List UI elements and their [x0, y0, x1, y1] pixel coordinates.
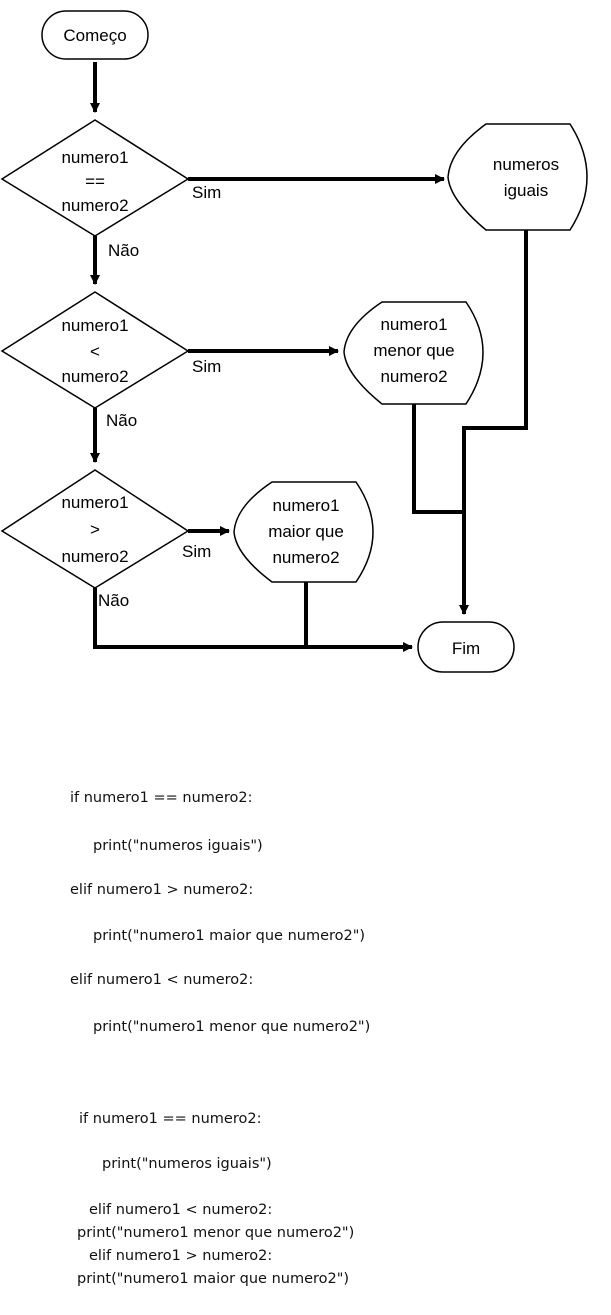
start-node: Começo [41, 10, 149, 60]
edge-label-no-2: Não [106, 411, 137, 430]
decision-equal: numero1 == numero2 [0, 119, 190, 237]
edge-outcome1-to-end [459, 230, 528, 615]
decision-equal-operator: == [85, 172, 105, 191]
edge-label-yes-2: Sim [192, 357, 221, 376]
decision-less-line1: numero1 [61, 316, 128, 335]
connectors [90, 62, 528, 652]
code-line: print("numero1 menor que numero2") [93, 1019, 371, 1035]
flowchart: Começo numero1 == numero2 numero1 < nume… [0, 10, 588, 673]
edge-label-no-3: Não [98, 591, 129, 610]
edge-outcome2-to-end [412, 404, 464, 514]
code-line: print("numero1 maior que numero2") [77, 1271, 350, 1287]
outcome-equal-line2: iguais [504, 181, 548, 200]
outcome-equal-line1: numeros [493, 155, 559, 174]
end-label: Fim [452, 639, 480, 658]
outcome-greater: numero1 maior que numero2 [233, 481, 374, 583]
start-label: Começo [63, 26, 126, 45]
code-line: print("numeros iguais") [93, 838, 263, 854]
decision-less: numero1 < numero2 [0, 291, 190, 409]
decision-equal-line2: numero2 [61, 196, 128, 215]
code-line: elif numero1 > numero2: [70, 882, 254, 898]
code-line: elif numero1 < numero2: [89, 1202, 273, 1218]
outcome-less: numero1 menor que numero2 [343, 301, 484, 405]
outcome-greater-line3: numero2 [272, 548, 339, 567]
decision-greater: numero1 > numero2 [0, 469, 190, 589]
edge-decision3-no-to-end [93, 588, 413, 652]
decision-greater-operator: > [90, 520, 100, 539]
decision-equal-line1: numero1 [61, 148, 128, 167]
code-line: print("numero1 menor que numero2") [77, 1225, 355, 1241]
outcome-greater-line1: numero1 [272, 496, 339, 515]
outcome-less-line1: numero1 [380, 315, 447, 334]
end-node: Fim [417, 621, 515, 673]
decision-less-line2: numero2 [61, 367, 128, 386]
outcome-less-line3: numero2 [380, 367, 447, 386]
outcome-less-line2: menor que [373, 341, 454, 360]
edge-label-yes-1: Sim [192, 183, 221, 202]
code-line: elif numero1 < numero2: [70, 972, 254, 988]
edge-label-no-1: Não [108, 241, 139, 260]
code-line: if numero1 == numero2: [79, 1111, 262, 1127]
code-line: if numero1 == numero2: [70, 790, 253, 806]
decision-greater-line2: numero2 [61, 547, 128, 566]
edge-label-yes-3: Sim [182, 542, 211, 561]
outcome-greater-line2: maior que [268, 522, 344, 541]
decision-less-operator: < [90, 342, 100, 361]
decision-greater-line1: numero1 [61, 493, 128, 512]
outcome-equal: numeros iguais [447, 123, 588, 231]
code-line: print("numeros iguais") [102, 1156, 272, 1172]
code-line: print("numero1 maior que numero2") [93, 928, 366, 944]
code-line: elif numero1 > numero2: [89, 1248, 273, 1264]
